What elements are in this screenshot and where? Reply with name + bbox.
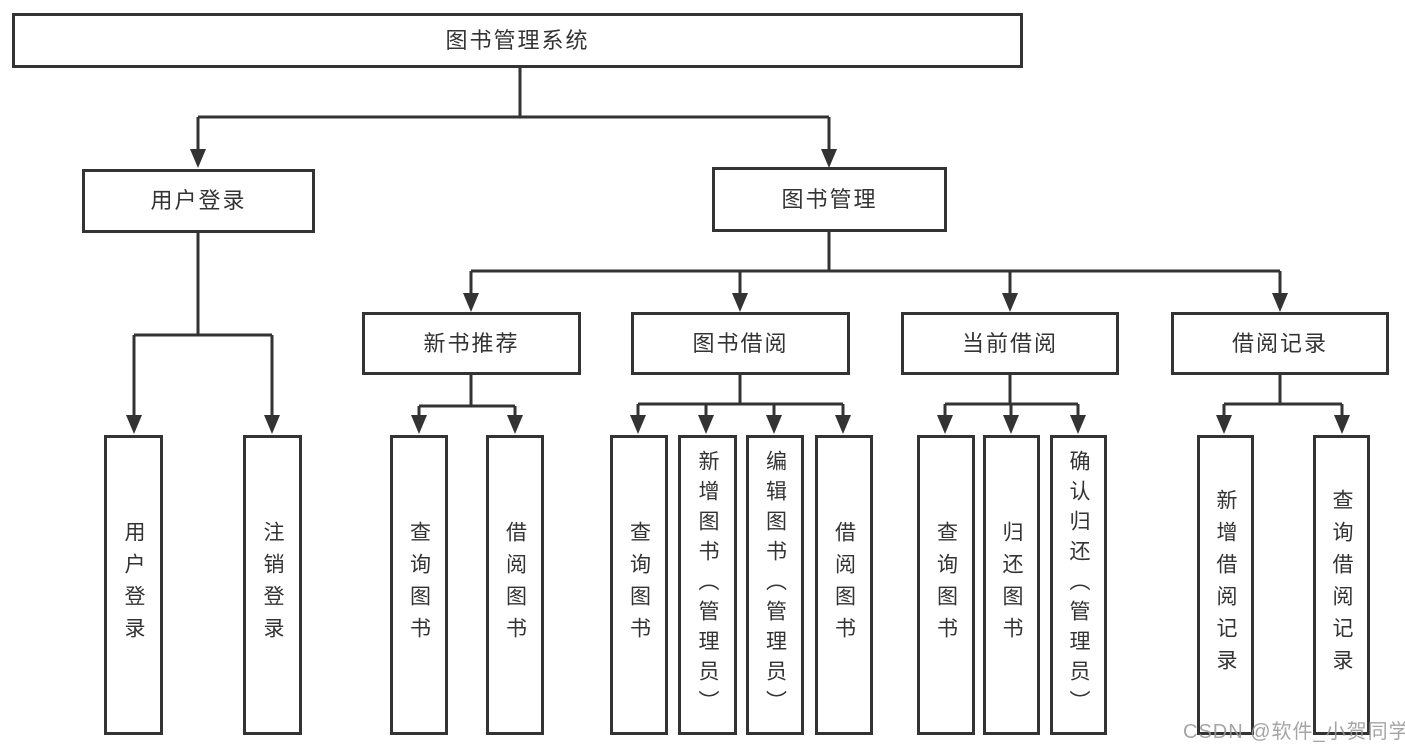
arrowheads [126,149,1350,434]
leaf-cb-query-books: 查询图书 [917,435,975,735]
node-user-login: 用户登录 [82,169,315,233]
leaf-bb-borrow-books-label: 借阅图书 [832,521,856,649]
node-user-login-label: 用户登录 [150,188,247,213]
leaf-nb-query-books-label: 查询图书 [407,521,431,649]
leaf-logout-label: 注销登录 [261,521,284,649]
leaf-br-query-record-label: 查询借阅记录 [1330,489,1353,681]
leaf-cb-return-books: 归还图书 [983,435,1040,735]
leaf-bb-add-books-admin-label: 新增图书（管理员） [696,450,719,720]
leaf-cb-query-books-label: 查询图书 [934,521,958,649]
leaf-nb-borrow-books-label: 借阅图书 [503,521,527,649]
leaf-br-add-record-label: 新增借阅记录 [1214,489,1237,681]
edge-root-to-level2 [196,68,831,152]
leaf-cb-confirm-return-admin-label: 确认归还（管理员） [1067,450,1090,720]
edge-newbooks-to-leaves [417,375,517,419]
leaf-bb-borrow-books: 借阅图书 [815,435,873,735]
edge-bookmgmt-to-level3 [469,232,1282,296]
node-new-books: 新书推荐 [362,312,581,375]
csdn-watermark: CSDN @软件_小贺同学 [1183,721,1405,743]
edge-currentborrow-to-leaves [943,375,1080,419]
edge-bookborrow-to-leaves [636,375,845,419]
leaf-cb-confirm-return-admin: 确认归还（管理员） [1050,435,1107,735]
node-book-borrow: 图书借阅 [631,312,850,375]
leaf-br-query-record: 查询借阅记录 [1313,435,1370,735]
leaf-nb-borrow-books: 借阅图书 [486,435,544,735]
leaf-br-add-record: 新增借阅记录 [1197,435,1254,735]
edge-userlogin-to-leaves [132,232,274,418]
leaf-bb-edit-books-admin: 编辑图书（管理员） [746,435,804,735]
node-book-mgmt: 图书管理 [712,167,947,232]
leaf-cb-return-books-label: 归还图书 [1000,521,1023,649]
node-book-borrow-label: 图书借阅 [692,330,789,356]
leaf-user-login-label: 用户登录 [122,521,145,649]
leaf-nb-query-books: 查询图书 [390,435,448,735]
leaf-bb-add-books-admin: 新增图书（管理员） [678,435,737,735]
leaf-bb-query-books-label: 查询图书 [627,521,651,649]
leaf-user-login: 用户登录 [104,435,163,735]
node-root-label: 图书管理系统 [445,27,590,53]
node-current-borrow: 当前借阅 [901,312,1119,375]
node-borrow-records-label: 借阅记录 [1231,330,1328,356]
node-new-books-label: 新书推荐 [423,330,520,356]
leaf-logout: 注销登录 [243,435,302,735]
node-borrow-records: 借阅记录 [1171,312,1389,375]
node-book-mgmt-label: 图书管理 [781,186,878,212]
leaf-bb-query-books: 查询图书 [610,435,668,735]
node-root: 图书管理系统 [12,13,1023,68]
node-current-borrow-label: 当前借阅 [961,330,1058,356]
edge-borrowrecords-to-leaves [1222,375,1344,419]
leaf-bb-edit-books-admin-label: 编辑图书（管理员） [763,450,787,720]
